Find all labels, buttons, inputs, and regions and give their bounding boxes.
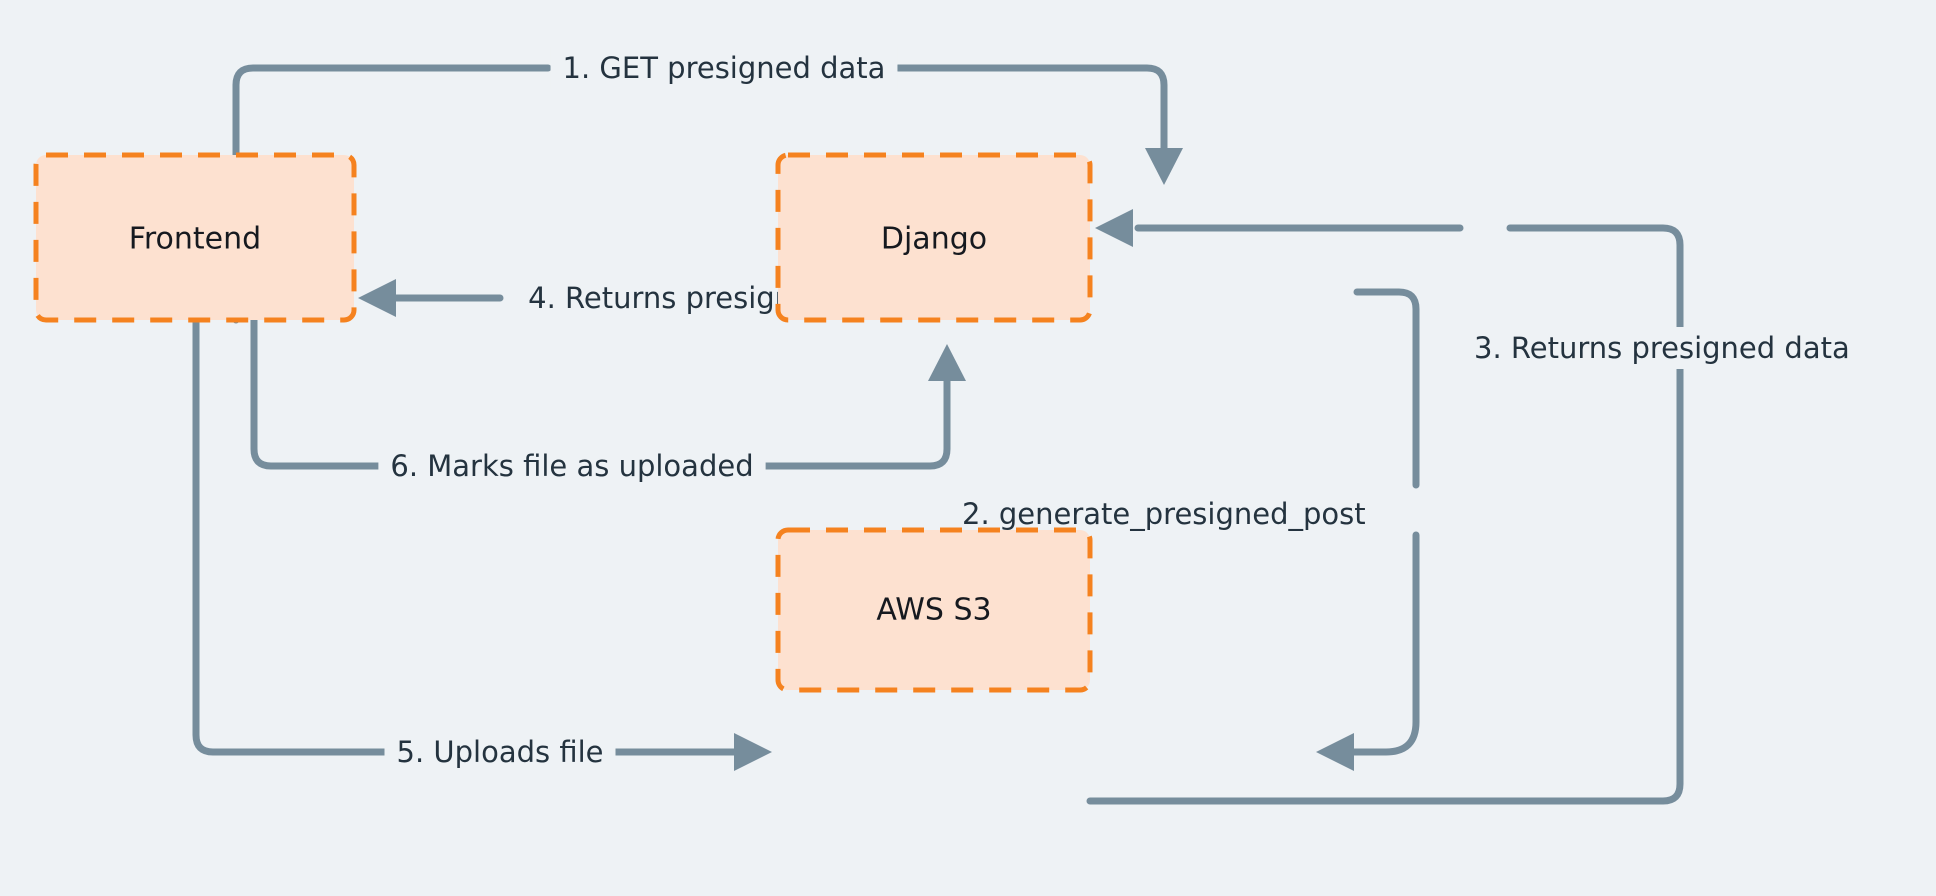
node-aws-s3-box[interactable] [775,527,1093,693]
edge-1-get-presigned-data: 1. GET presigned data [232,47,1183,324]
edge-6-arrowhead [928,344,966,381]
node-frontend[interactable]: Frontend [33,152,357,323]
edge-3-arrowhead [1095,209,1133,247]
node-frontend-label: Frontend [129,222,261,257]
edge-2-path-lower [1339,531,1420,756]
edge-5-path-left [192,316,408,756]
edge-5-label: 5. Uploads file [397,735,604,769]
node-aws-s3-label: AWS S3 [876,593,991,628]
edge-3-label: 3. Returns presigned data [1474,331,1850,365]
edge-1-arrowhead [1145,148,1183,185]
node-aws-s3[interactable]: AWS S3 [775,527,1093,693]
edge-2-path-upper [1353,288,1420,489]
edge-6-path-right [734,373,951,470]
edge-6-path-left [250,316,410,470]
edge-6-marks-file-as-uploaded: 6. Marks file as uploaded [250,316,966,487]
edge-3-path-upper [1086,224,1684,805]
node-django[interactable]: Django [775,152,1093,323]
edge-3-label-backing [1462,327,1862,369]
edge-5-arrowhead [734,733,772,771]
edge-5-uploads-file: 5. Uploads file [192,316,772,773]
edge-5-label-backing [384,731,616,773]
edge-1-path-left [232,64,552,324]
node-django-label: Django [881,222,987,257]
edge-2-arrowhead [1316,733,1354,771]
edge-6-label-backing [378,445,766,487]
edge-3-returns-presigned-data: 3. Returns presigned data [1086,209,1862,805]
node-frontend-box[interactable] [33,152,357,323]
edge-4-arrowhead [358,279,396,317]
edge-6-label: 6. Marks file as uploaded [390,449,753,483]
edge-1-label: 1. GET presigned data [563,51,886,85]
edge-1-path-right [894,64,1168,164]
node-django-box[interactable] [775,152,1093,323]
edge-1-label-backing [550,47,898,89]
edge-2-label: 2. generate_presigned_post [962,497,1366,531]
